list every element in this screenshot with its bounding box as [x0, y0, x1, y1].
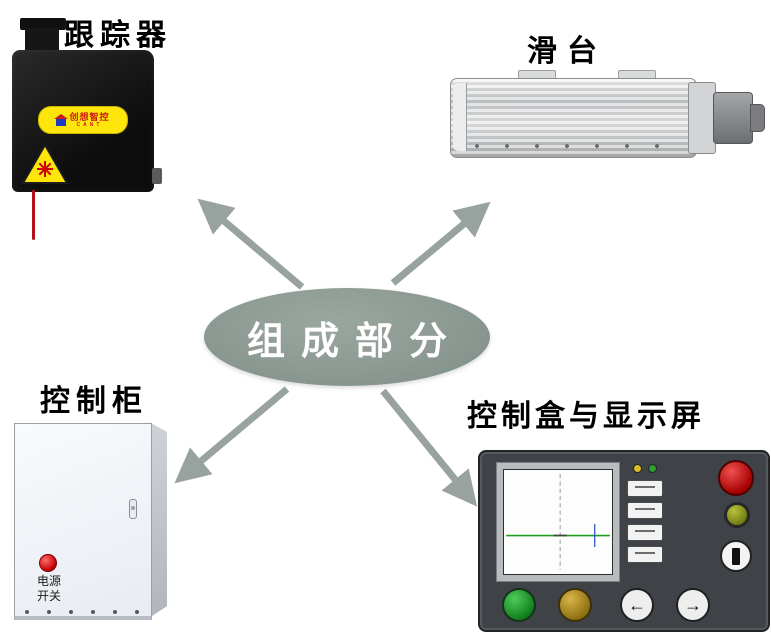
tracker-label: 跟踪器 — [64, 19, 172, 52]
right-arrow-icon: → — [684, 595, 702, 615]
tracker-illustration: 创想智控 CANT — [12, 18, 182, 243]
laser-warning-icon — [20, 142, 70, 191]
emergency-stop-button — [718, 460, 754, 496]
amber-button — [558, 588, 592, 622]
power-switch-label: 电源 开关 — [37, 574, 61, 604]
mini-function-button — [627, 502, 663, 519]
yellow-led-icon — [633, 464, 642, 473]
control-box-label: 控制盒与显示屏 — [467, 400, 705, 433]
selector-switch — [720, 540, 752, 572]
arrow-to-slide — [390, 201, 491, 286]
tracker-body: 创想智控 CANT — [12, 50, 154, 192]
indicator-button — [724, 502, 750, 528]
slide-screw-row — [471, 143, 681, 149]
tracker-lens-cap — [20, 18, 66, 30]
slide-label: 滑台 — [527, 35, 607, 68]
cabinet-front-panel: 电源 开关 — [14, 423, 152, 620]
mini-function-button — [627, 480, 663, 497]
indicator-leds — [633, 464, 657, 473]
power-label-line1: 电源 — [37, 574, 62, 588]
slide-illustration — [450, 70, 765, 165]
center-label: 组成部分 — [246, 320, 463, 363]
jog-right-button: → — [676, 588, 710, 622]
tracker-lens-tube — [25, 28, 59, 54]
brand-sub-name: CANT — [76, 121, 103, 128]
slide-motor-shaft — [750, 104, 765, 132]
tracker-cable — [32, 190, 35, 240]
cabinet-label: 控制柜 — [40, 385, 148, 418]
brand-house-icon — [54, 113, 69, 126]
display-screen — [503, 469, 613, 575]
brand-name: 创想智控 — [69, 111, 110, 122]
slide-end-plate — [688, 82, 716, 154]
slide-rail-body — [450, 78, 697, 158]
left-arrow-icon: ← — [628, 595, 646, 615]
mini-button-column — [626, 464, 664, 580]
arrow-to-control-box — [380, 388, 478, 507]
cabinet-illustration: 电源 开关 — [14, 420, 184, 625]
power-switch-button — [39, 554, 57, 572]
power-label-line2: 开关 — [37, 589, 62, 603]
screen-graphics — [506, 474, 610, 570]
cabinet-side-panel — [149, 421, 167, 618]
slide-left-cap — [453, 83, 467, 151]
brand-logo: 创想智控 CANT — [38, 106, 128, 134]
selector-bar-icon — [732, 547, 740, 565]
cabinet-lock-handle — [129, 499, 137, 519]
arrow-to-cabinet — [174, 386, 290, 484]
tracker-side-connector — [152, 168, 162, 184]
slide-motor — [713, 92, 753, 144]
mini-function-button — [627, 546, 663, 563]
start-button — [502, 588, 536, 622]
center-ellipse: 组成部分 — [204, 288, 490, 386]
mini-function-button — [627, 524, 663, 541]
control-box-illustration: ← → — [478, 450, 770, 632]
green-led-icon — [648, 464, 657, 473]
arrow-to-tracker — [197, 198, 305, 290]
cabinet-screw-row — [25, 610, 29, 614]
display-bezel — [496, 462, 620, 582]
jog-left-button: ← — [620, 588, 654, 622]
